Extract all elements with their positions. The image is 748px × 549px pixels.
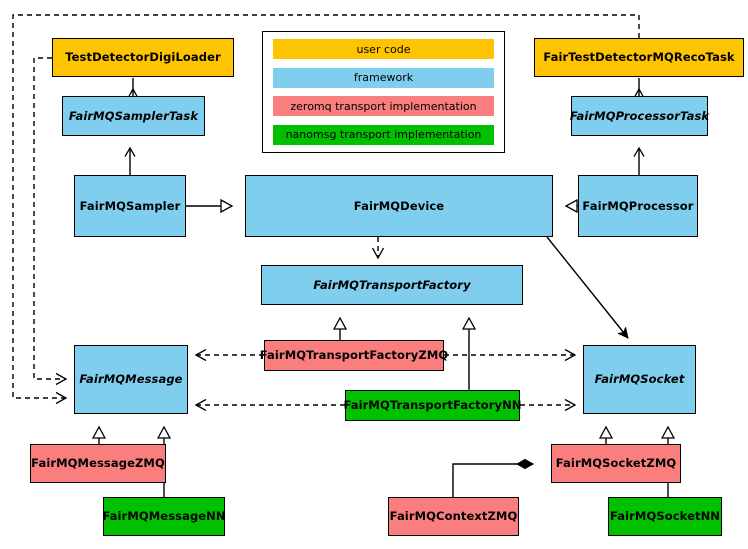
class-label: FairMQContextZMQ [389, 509, 518, 524]
class-label: FairTestDetectorMQRecoTask [543, 50, 735, 65]
class-label: FairMQProcessor [582, 198, 694, 213]
class-node-fairtestdetectormqrecotask[interactable]: FairTestDetectorMQRecoTask [534, 38, 744, 77]
class-label: FairMQDevice [353, 198, 445, 213]
class-node-fairmqprocessor[interactable]: FairMQProcessor [578, 175, 698, 237]
class-label: FairMQMessageZMQ [31, 456, 165, 471]
class-label: TestDetectorDigiLoader [65, 50, 221, 65]
legend-item-nanomsg: nanomsg transport implementation [273, 124, 494, 145]
legend-label-zeromq: zeromq transport implementation [290, 99, 477, 113]
class-label: FairMQProcessorTask [569, 108, 710, 123]
legend-label-nanomsg: nanomsg transport implementation [285, 128, 482, 142]
class-node-fairmqtransportfactory[interactable]: FairMQTransportFactory [261, 265, 523, 305]
class-node-fairmqdevice[interactable]: FairMQDevice [245, 175, 553, 237]
class-label: FairMQSocketZMQ [555, 456, 677, 471]
class-label: FairMQMessage [79, 372, 183, 387]
class-node-fairmqtransportfactorynn[interactable]: FairMQTransportFactoryNN [343, 390, 522, 421]
class-label: FairMQSamplerTask [68, 108, 199, 123]
edge-contextzmq-to-socketzmq [452, 458, 535, 497]
class-node-fairmqsampler[interactable]: FairMQSampler [74, 175, 186, 237]
class-label: FairMQTransportFactory [313, 277, 471, 292]
class-node-fairmqmessage[interactable]: FairMQMessage [74, 345, 188, 414]
class-label: FairMQTransportFactoryZMQ [259, 348, 449, 363]
class-label: FairMQMessageNN [102, 509, 226, 524]
edge-device-to-socket [546, 236, 628, 338]
legend-item-zeromq: zeromq transport implementation [273, 96, 494, 117]
class-node-fairmqmessagenn[interactable]: FairMQMessageNN [102, 497, 226, 536]
class-node-fairmqprocessortask[interactable]: FairMQProcessorTask [569, 96, 710, 136]
legend-item-user-code: user code [273, 39, 494, 59]
class-node-fairmqmessagezmq[interactable]: FairMQMessageZMQ [30, 444, 166, 483]
legend-item-framework: framework [273, 67, 494, 88]
class-label: FairMQSocketNN [609, 509, 721, 524]
class-label: FairMQTransportFactoryNN [343, 398, 522, 413]
class-node-fairmqtransportfactoryzmq[interactable]: FairMQTransportFactoryZMQ [260, 340, 448, 371]
legend-label-framework: framework [353, 71, 414, 85]
class-label: FairMQSocket [594, 372, 685, 387]
class-node-fairmqcontextzmq[interactable]: FairMQContextZMQ [388, 497, 519, 536]
class-node-fairmqsocketzmq[interactable]: FairMQSocketZMQ [551, 444, 681, 483]
class-node-fairmqsamplertask[interactable]: FairMQSamplerTask [62, 96, 205, 136]
class-node-testdetectordigiloader[interactable]: TestDetectorDigiLoader [52, 38, 234, 77]
legend-panel: user code framework zeromq transport imp… [262, 31, 505, 153]
class-node-fairmqsocket[interactable]: FairMQSocket [583, 345, 696, 414]
legend-label-user-code: user code [356, 42, 411, 56]
class-label: FairMQSampler [79, 198, 181, 213]
class-node-fairmqsocketnn[interactable]: FairMQSocketNN [608, 497, 722, 536]
